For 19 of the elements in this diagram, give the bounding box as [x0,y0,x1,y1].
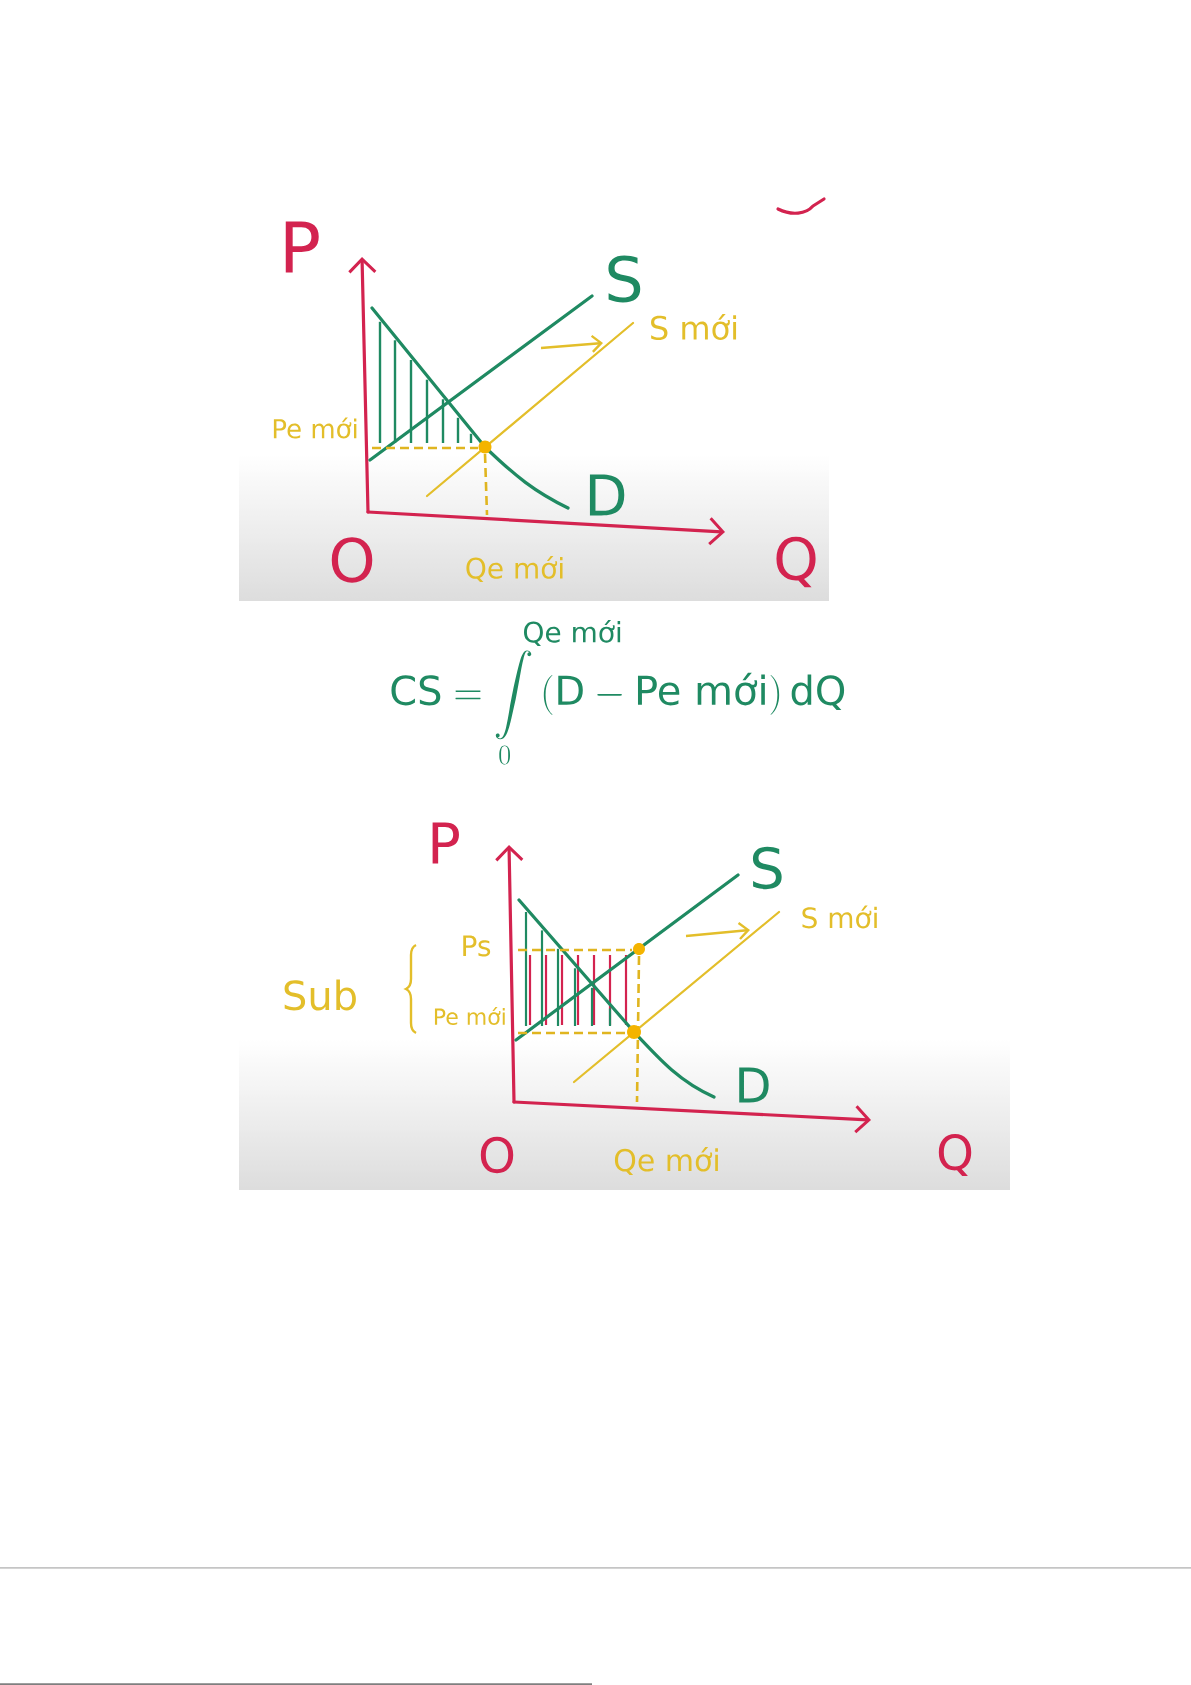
origin-label: O [331,537,373,583]
curve-label: S [752,846,782,890]
quantity-label: Qe mới [614,1147,718,1175]
curve-label: S [608,255,641,303]
quantity-label: Qe mới [466,556,563,582]
axis-label: P [432,822,459,864]
curve-label: D [739,1067,769,1103]
origin-label: O [480,1136,514,1174]
axis-label: Q [776,536,816,588]
price-label: Ps [463,935,491,957]
curve-label: S mới [802,905,877,929]
price-label: Pe mới [273,417,357,439]
formula: $\mathrm{CS} = \int\limits_{0}^{\mathrlap{\text{Qe mới}}} \left(\mathrm{D} - \text{Pe mới}\right) \mathrm{dQ}$ [391,619,845,765]
brace-label: Sub [284,979,356,1011]
curve-label: D [589,474,625,516]
price-label: Pe mới [434,1007,505,1025]
axis-label: P [285,221,319,273]
axis-label: Q [938,1134,972,1176]
curve-label: S mới [651,313,737,340]
